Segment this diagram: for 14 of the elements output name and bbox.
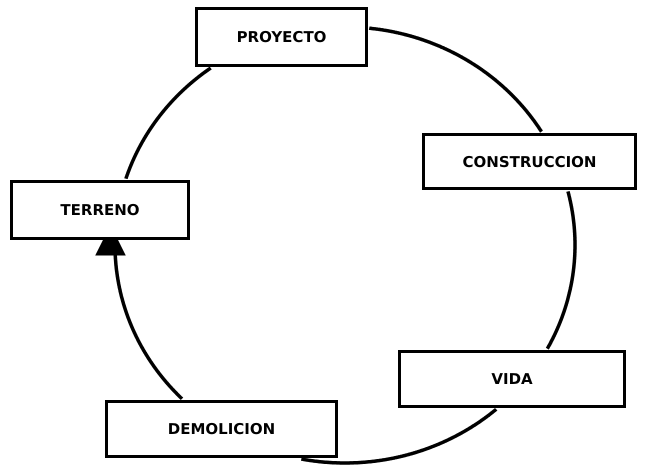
stage-label: TERRENO — [60, 201, 140, 219]
connector-line — [546, 190, 577, 350]
stage-label: CONSTRUCCION — [462, 152, 596, 170]
connector-line — [300, 408, 498, 465]
stage-box — [10, 180, 190, 240]
stage-label: DEMOLICION — [168, 420, 276, 438]
stage-box — [195, 7, 368, 67]
connector-line — [368, 26, 543, 134]
stage-box — [105, 400, 338, 458]
connector-line — [124, 66, 212, 180]
stage-label: VIDA — [491, 370, 533, 388]
stage-box — [398, 350, 626, 408]
stage-label: PROYECTO — [236, 28, 326, 46]
stage-box — [422, 133, 637, 190]
